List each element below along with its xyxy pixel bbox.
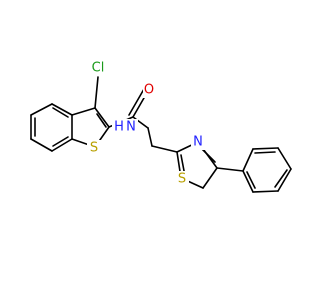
bond — [151, 145, 178, 153]
bond — [254, 151, 276, 154]
bond — [246, 171, 256, 189]
atom-labels: Cl O S H N N S — [87, 60, 205, 187]
amide-hydrogen-label: H — [114, 120, 124, 135]
bond — [277, 168, 292, 192]
bond-lines — [30, 76, 292, 193]
molecule-structure: Cl O S H N N S — [30, 60, 292, 193]
bond — [242, 170, 254, 193]
bond — [30, 138, 53, 152]
bond — [94, 76, 99, 109]
bond — [202, 167, 218, 189]
chlorine-atom-label: Cl — [92, 61, 105, 76]
bond — [132, 116, 149, 129]
thiophene-sulfur-label: S — [90, 141, 98, 156]
bond — [94, 107, 110, 128]
bond — [147, 127, 153, 147]
bond — [30, 103, 53, 116]
amide-nitrogen-label: N — [126, 120, 136, 135]
bond — [252, 190, 279, 193]
oxygen-atom-label: O — [144, 83, 154, 98]
bond — [51, 103, 73, 116]
bond — [242, 148, 254, 172]
bond — [52, 107, 69, 118]
bond — [274, 169, 288, 188]
thiazole-nitrogen-label: N — [193, 135, 203, 150]
bond — [51, 138, 73, 152]
bond — [52, 136, 69, 147]
bond — [216, 167, 244, 172]
bond — [252, 147, 279, 150]
bond — [277, 147, 292, 170]
bond — [128, 88, 145, 116]
bond — [96, 113, 107, 128]
thiazole-sulfur-label: S — [178, 172, 186, 187]
bond — [71, 107, 96, 116]
